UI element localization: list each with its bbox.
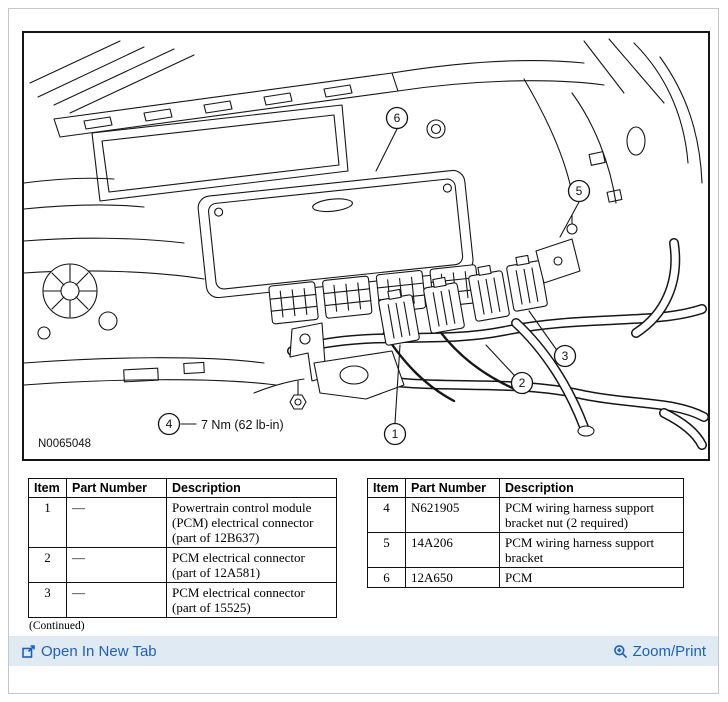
continued-note: (Continued) — [29, 620, 85, 632]
zoom-icon — [613, 644, 628, 659]
cell-item: 4 — [367, 497, 406, 533]
cell-part-number: — — [66, 582, 167, 618]
zoom-print-link[interactable]: Zoom/Print — [613, 643, 706, 660]
open-in-new-tab-link[interactable]: Open In New Tab — [21, 643, 157, 660]
page-frame: 1 2 3 4 5 — [8, 8, 719, 694]
table-header-row: Item Part Number Description — [367, 478, 684, 498]
figure-number: N0065048 — [38, 438, 91, 450]
col-header-item: Item — [367, 478, 406, 498]
svg-text:5: 5 — [576, 184, 583, 198]
cell-part-number: 14A206 — [405, 532, 500, 568]
svg-text:3: 3 — [562, 349, 569, 363]
table-row: 1 — Powertrain control module (PCM) elec… — [28, 497, 337, 548]
parts-table-right: Item Part Number Description 4 N621905 P… — [367, 478, 684, 588]
diagram-panel: 1 2 3 4 5 — [22, 31, 710, 461]
torque-label: 7 Nm (62 lb-in) — [201, 418, 284, 432]
table-row: 4 N621905 PCM wiring harness support bra… — [367, 497, 684, 533]
callout-5: 5 — [567, 179, 591, 203]
cell-part-number: N621905 — [405, 497, 500, 533]
cell-part-number: — — [66, 497, 167, 548]
svg-text:6: 6 — [394, 111, 401, 125]
engine-bay-structure — [24, 38, 703, 394]
col-header-item: Item — [28, 478, 67, 498]
cell-description: PCM electrical connector (part of 12A581… — [166, 547, 337, 583]
callout-3: 3 — [553, 344, 577, 368]
zoom-print-label: Zoom/Print — [632, 642, 706, 660]
cell-item: 6 — [367, 567, 406, 588]
cell-description: Powertrain control module (PCM) electric… — [166, 497, 337, 548]
mounting-hardware — [289, 214, 595, 437]
cell-item: 2 — [28, 547, 67, 583]
col-header-description: Description — [166, 478, 337, 498]
col-header-description: Description — [499, 478, 684, 498]
open-in-new-tab-icon — [21, 644, 36, 659]
cell-description: PCM wiring harness support bracket — [499, 532, 684, 568]
cell-item: 5 — [367, 532, 406, 568]
callouts: 1 2 3 4 5 — [157, 106, 591, 446]
callout-1: 1 — [383, 422, 407, 446]
cell-description: PCM wiring harness support bracket nut (… — [499, 497, 684, 533]
table-row: 6 12A650 PCM — [367, 567, 684, 588]
open-in-new-tab-label: Open In New Tab — [41, 642, 157, 660]
table-row: 5 14A206 PCM wiring harness support brac… — [367, 532, 684, 568]
table-row: 2 — PCM electrical connector (part of 12… — [28, 547, 337, 583]
cell-item: 3 — [28, 582, 67, 618]
table-header-row: Item Part Number Description — [28, 478, 337, 498]
callout-2: 2 — [510, 371, 534, 395]
col-header-part-number: Part Number — [405, 478, 500, 498]
wiring-harness-tubes — [287, 238, 708, 450]
cell-description: PCM — [499, 567, 684, 588]
cell-description: PCM electrical connector (part of 15525) — [166, 582, 337, 618]
cell-part-number: 12A650 — [405, 567, 500, 588]
pcm-location-diagram: 1 2 3 4 5 — [24, 38, 708, 450]
svg-text:4: 4 — [166, 417, 173, 431]
fan-motor — [37, 263, 118, 340]
table-row: 3 — PCM electrical connector (part of 15… — [28, 582, 337, 618]
callout-6: 6 — [385, 106, 409, 130]
parts-table-left: Item Part Number Description 1 — Powertr… — [28, 478, 337, 618]
col-header-part-number: Part Number — [66, 478, 167, 498]
viewer-toolbar: Open In New Tab Zoom/Print — [9, 636, 718, 666]
cell-part-number: — — [66, 547, 167, 583]
svg-text:2: 2 — [519, 376, 526, 390]
cell-item: 1 — [28, 497, 67, 548]
svg-text:1: 1 — [392, 427, 399, 441]
callout-4: 4 — [157, 412, 181, 436]
